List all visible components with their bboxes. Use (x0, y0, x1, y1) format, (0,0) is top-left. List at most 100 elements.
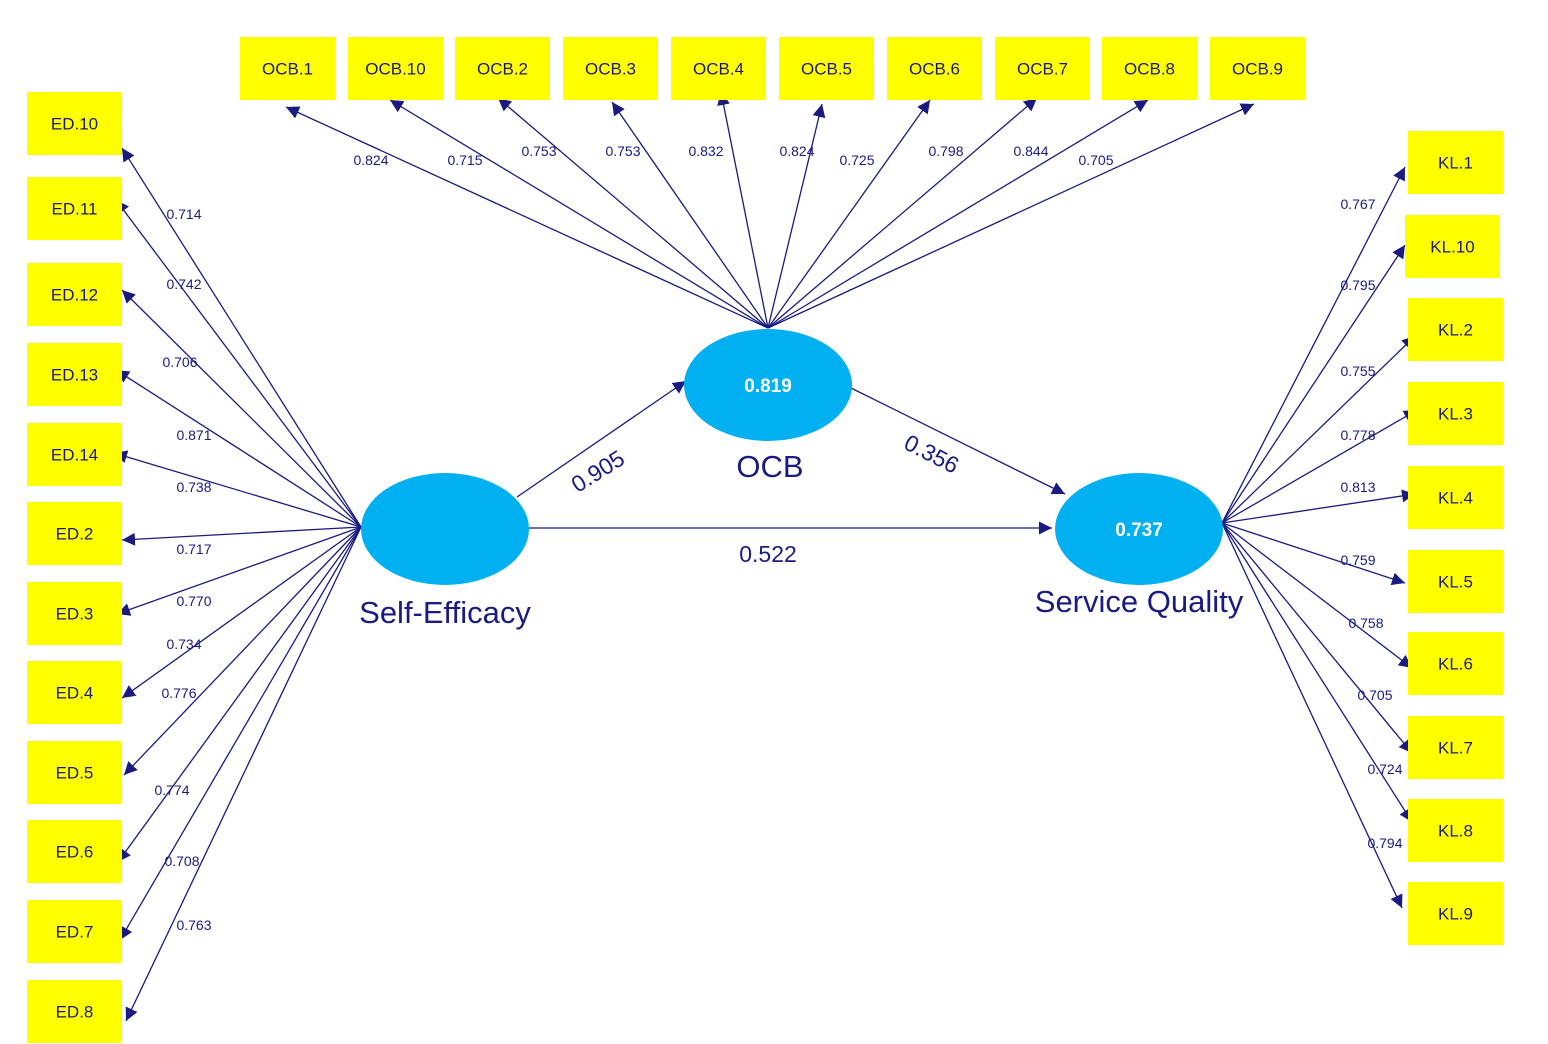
loading-ocb-9: 0.705 (1078, 152, 1113, 168)
loading-arrow-ed-14 (113, 450, 362, 528)
loading-arrow-kl-10 (1221, 244, 1406, 524)
loading-kl-1: 0.767 (1340, 196, 1375, 212)
loading-arrow-kl-5 (1221, 522, 1406, 586)
loading-arrow-ocb-8 (767, 99, 1149, 329)
indicator-ocb-3-label: OCB.3 (585, 60, 636, 79)
indicator-ed-4-box[interactable] (27, 661, 122, 724)
loading-arrow-ed-4 (121, 526, 362, 699)
loading-arrow-ed-7 (119, 526, 362, 941)
indicator-ocb-4-label: OCB.4 (693, 60, 744, 79)
loading-arrow-ed-3 (116, 526, 362, 616)
loading-ed-13: 0.871 (176, 427, 211, 443)
arrows-layer (113, 91, 1418, 1022)
loading-ed-10: 0.714 (166, 206, 201, 222)
loading-arrow-ocb-5 (767, 103, 826, 329)
loading-arrow-kl-8 (1221, 522, 1413, 823)
loading-arrow-ocb-7 (767, 97, 1038, 329)
indicator-kl-6-label: KL.6 (1438, 655, 1473, 674)
indicator-ed-7-box[interactable] (27, 900, 122, 963)
indicator-kl-5-box[interactable] (1408, 550, 1503, 613)
loading-arrow-ed-10 (121, 147, 362, 528)
indicator-ocb-9-box[interactable] (1210, 37, 1305, 100)
loading-ocb-4: 0.832 (688, 143, 723, 159)
loading-ed-12: 0.706 (162, 354, 197, 370)
loading-arrow-kl-4 (1221, 489, 1416, 524)
loading-ocb-7: 0.798 (928, 143, 963, 159)
indicator-ed-12-label: ED.12 (51, 286, 98, 305)
loading-kl-7: 0.705 (1357, 687, 1392, 703)
indicator-ocb-10-box[interactable] (348, 37, 443, 100)
loading-ed-11: 0.742 (166, 276, 201, 292)
path-coef-ocb-sq: 0.356 (900, 429, 963, 478)
indicator-ocb-8-label: OCB.8 (1124, 60, 1175, 79)
latent-self-efficacy-label: Self-Efficacy (359, 595, 531, 630)
latent-ocb-ellipse[interactable] (684, 329, 852, 441)
latent-ocb[interactable]: 0.819 OCB (684, 329, 852, 484)
indicator-kl-8-box[interactable] (1408, 799, 1503, 862)
indicator-ocb-1-box[interactable] (240, 37, 335, 100)
loading-ocb-3: 0.753 (605, 143, 640, 159)
loading-kl-5: 0.759 (1340, 552, 1375, 568)
indicator-ed-3-box[interactable] (27, 582, 122, 645)
indicator-ocb-2-box[interactable] (455, 37, 550, 100)
indicator-ed-13-box[interactable] (27, 343, 122, 406)
indicator-kl-1-box[interactable] (1408, 131, 1503, 194)
indicator-ocb-10-label: OCB.10 (365, 60, 425, 79)
indicator-kl-10-label: KL.10 (1430, 238, 1474, 257)
indicator-kl-10-box[interactable] (1405, 215, 1500, 278)
indicator-ed-2-box[interactable] (27, 502, 122, 565)
loading-ocb-10: 0.715 (447, 152, 482, 168)
indicator-ed-14-label: ED.14 (51, 446, 98, 465)
indicator-kl-3-box[interactable] (1408, 382, 1503, 445)
indicator-kl-6-box[interactable] (1408, 632, 1503, 695)
indicator-ocb-3-box[interactable] (563, 37, 658, 100)
loading-ocb-8: 0.844 (1013, 143, 1048, 159)
indicator-ed-11-box[interactable] (27, 177, 122, 240)
loading-arrow-kl-9 (1221, 522, 1403, 909)
loading-arrow-kl-3 (1221, 409, 1418, 524)
loading-kl-3: 0.778 (1340, 427, 1375, 443)
indicator-ed-5-label: ED.5 (56, 764, 94, 783)
indicator-ocb-5-box[interactable] (779, 37, 874, 100)
indicator-kl-4-label: KL.4 (1438, 489, 1473, 508)
latent-service-quality-r2: 0.737 (1115, 520, 1163, 541)
indicator-ed-8-label: ED.8 (56, 1003, 94, 1022)
latent-service-quality-ellipse[interactable] (1055, 473, 1223, 585)
loading-ed-14: 0.738 (176, 479, 211, 495)
loading-kl-8: 0.724 (1367, 761, 1402, 777)
indicator-ed-8-box[interactable] (27, 980, 122, 1043)
indicator-ed-10-box[interactable] (27, 92, 122, 155)
indicator-kl-7-label: KL.7 (1438, 739, 1473, 758)
indicator-kl-4-box[interactable] (1408, 466, 1503, 529)
latent-self-efficacy[interactable]: Self-Efficacy (359, 473, 531, 630)
indicator-ocb-4-box[interactable] (671, 37, 766, 100)
latent-self-efficacy-ellipse[interactable] (361, 473, 529, 585)
loading-kl-10: 0.795 (1340, 277, 1375, 293)
indicator-ed-12-box[interactable] (27, 263, 122, 326)
indicator-kl-2-box[interactable] (1408, 298, 1503, 361)
latent-service-quality[interactable]: 0.737 Service Quality (1035, 473, 1244, 619)
indicator-ocb-8-box[interactable] (1102, 37, 1197, 100)
loading-arrow-ed-13 (115, 369, 362, 528)
indicator-ocb-2-label: OCB.2 (477, 60, 528, 79)
loading-arrow-ed-12 (121, 289, 362, 528)
indicator-ed-6-box[interactable] (27, 820, 122, 883)
indicator-ed-5-box[interactable] (27, 741, 122, 804)
loading-arrow-ocb-10 (389, 99, 769, 329)
loading-arrow-ocb-4 (717, 91, 769, 329)
indicator-kl-7-box[interactable] (1408, 716, 1503, 779)
loading-ed-2: 0.717 (176, 541, 211, 557)
indicator-ocb-6-label: OCB.6 (909, 60, 960, 79)
indicator-ed-14-box[interactable] (27, 423, 122, 486)
loading-ed-7: 0.708 (164, 853, 199, 869)
indicator-ocb-7-box[interactable] (995, 37, 1090, 100)
indicator-ed-3-label: ED.3 (56, 605, 94, 624)
indicator-kl-8-label: KL.8 (1438, 822, 1473, 841)
indicator-kl-9-box[interactable] (1408, 882, 1503, 945)
indicator-kl-1-label: KL.1 (1438, 154, 1473, 173)
indicator-ocb-9-label: OCB.9 (1232, 60, 1283, 79)
indicator-ocb-6-box[interactable] (887, 37, 982, 100)
indicator-kl-9-label: KL.9 (1438, 905, 1473, 924)
